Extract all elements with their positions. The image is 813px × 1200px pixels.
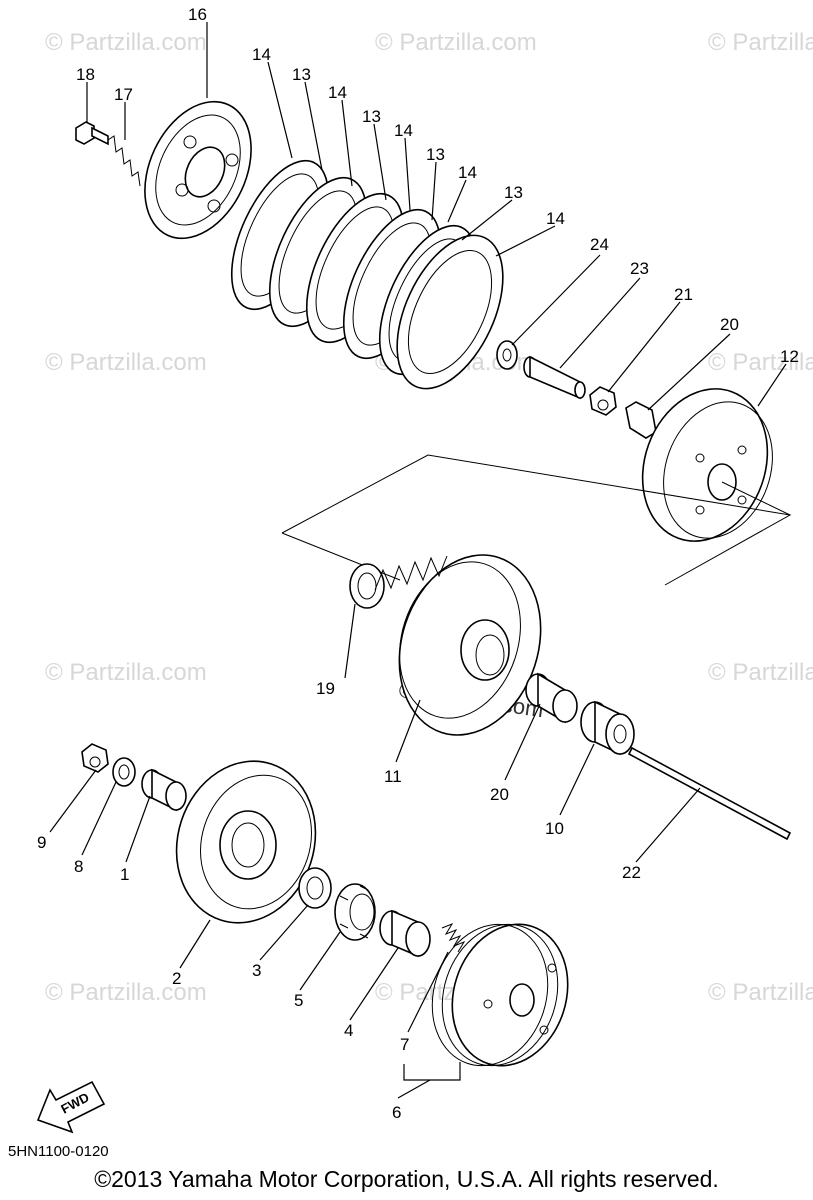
- callout-14: 14: [328, 83, 347, 102]
- part-24-washer-hole: [502, 348, 512, 362]
- callout-7: 7: [400, 1035, 409, 1054]
- part-21-nut: [589, 386, 617, 416]
- callout-19: 20: [490, 785, 509, 804]
- callout-5: 5: [294, 991, 303, 1010]
- callout-17: 18: [76, 65, 95, 84]
- callout-21: 21: [674, 285, 693, 304]
- callout-14: 14: [252, 45, 271, 64]
- part-3-washer-hole: [306, 876, 324, 900]
- fwd-arrow: FWD: [36, 1080, 106, 1134]
- part-19-collar: [525, 672, 578, 724]
- part-23-push-rod: [523, 355, 586, 400]
- part-24-washer: [496, 340, 518, 370]
- part-3-washer: [298, 867, 332, 909]
- callout-9: 9: [37, 833, 46, 852]
- leader-lines: [49, 22, 787, 1099]
- watermark: © Partzilla.com: [45, 659, 207, 686]
- watermark: © Partzilla.com: [708, 659, 813, 686]
- part-16-spring: [107, 135, 141, 187]
- callout-13: 13: [426, 145, 445, 164]
- callout-6: 6: [392, 1103, 401, 1122]
- part-8-washer-hole: [118, 764, 130, 780]
- part-8-washer: [112, 757, 136, 787]
- callout-11: 11: [384, 767, 402, 786]
- watermark: © Partzilla.com: [45, 29, 207, 56]
- callout-2: 2: [172, 969, 181, 988]
- callout-10: 10: [545, 819, 564, 838]
- watermark: © Partzilla.com: [45, 979, 207, 1006]
- callout-24: 24: [590, 235, 609, 254]
- part-22-shaft: [627, 746, 792, 841]
- callout-14: 14: [458, 163, 477, 182]
- watermark: © Partzilla.com: [375, 29, 537, 56]
- callout-14: 14: [394, 121, 413, 140]
- callout-13: 13: [292, 65, 311, 84]
- callout-14: 14: [546, 209, 565, 228]
- part-9-nut: [81, 743, 109, 773]
- copyright-notice: ©2013 Yamaha Motor Corporation, U.S.A. A…: [94, 1166, 719, 1192]
- callout-1: 1: [120, 865, 129, 884]
- callout-18: 19: [316, 679, 335, 698]
- callout-12: 12: [780, 347, 799, 366]
- watermark: © Partzilla.com: [708, 349, 813, 376]
- callout-22: 22: [622, 863, 641, 882]
- part-1-collar: [141, 768, 187, 812]
- diagram-code: 5HN1100-0120: [8, 1143, 109, 1160]
- part-7-spring: [441, 922, 466, 953]
- callout-labels: 16 18 17 14 13 14 13 14 13 14 13 14 24 2…: [37, 5, 799, 1122]
- part-18-thrust-washer-hole: [357, 572, 377, 600]
- part-10-bearing: [580, 700, 635, 756]
- watermark: © Partzilla.com: [708, 979, 813, 1006]
- callout-16: 17: [114, 85, 133, 104]
- callout-13: 13: [362, 107, 381, 126]
- callout-4: 4: [344, 1021, 353, 1040]
- callout-20: 20: [720, 315, 739, 334]
- part-2-clutch-drum: [175, 760, 317, 924]
- part-5-one-way-clutch: [334, 883, 376, 941]
- callout-15: 16: [188, 5, 207, 24]
- watermark: © Partzilla.com: [45, 349, 207, 376]
- callout-3: 3: [252, 961, 261, 980]
- part-11-clutch-housing: [374, 554, 542, 736]
- callout-8: 8: [74, 857, 83, 876]
- watermark: © Partzilla.com: [708, 29, 813, 56]
- part-4-needle-bearing: [379, 909, 431, 958]
- part-18-thrust-washer: [349, 563, 385, 609]
- part-15-pressure-plate: [144, 100, 252, 240]
- callout-13: 13: [504, 183, 523, 202]
- callout-23: 23: [630, 259, 649, 278]
- part-12-clutch-boss: [641, 388, 791, 542]
- part-6-clutch-shoe: [431, 923, 569, 1067]
- clutch-plate-stack: [230, 159, 504, 390]
- part-17-bolt: [75, 121, 109, 146]
